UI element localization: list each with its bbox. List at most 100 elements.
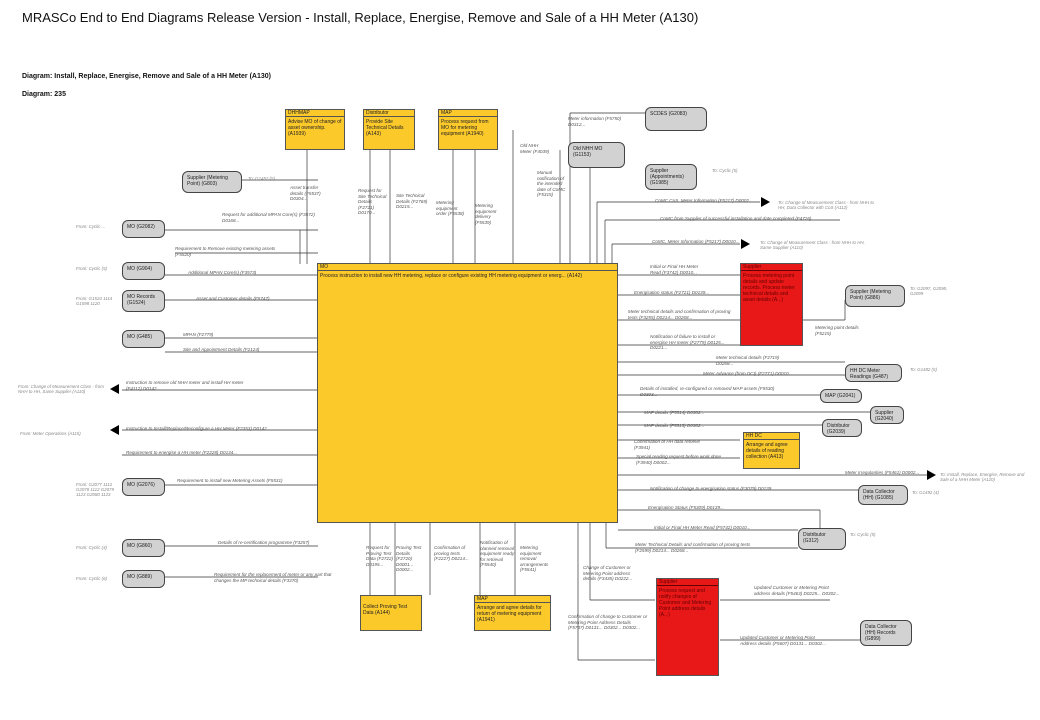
process-box-reading-collection[interactable]: HH DC Arrange and agree details of readi…: [743, 432, 800, 469]
entity-distributor[interactable]: Distributor (G312): [798, 528, 846, 550]
ref-label: From: Cyclic ...: [76, 224, 106, 229]
entity-mo[interactable]: MO (G904): [122, 262, 165, 280]
process-text: Process metering point details and updat…: [743, 273, 795, 303]
ref-label: To: G1452 (5): [248, 176, 275, 181]
flow-label: Meter Technical Details and confirmation…: [635, 542, 751, 553]
flow-label: Confirmation of HH data retrieve (F3941): [634, 439, 700, 450]
flow-label: Request for Proving Test Data (F2722) D0…: [366, 545, 394, 567]
flow-label: Initial or Final HH Meter Read (F3742) D…: [650, 264, 699, 275]
entity-mo-records[interactable]: MO Records (G1524): [122, 290, 165, 312]
flow-label: Requirement to Remove existing metering …: [175, 246, 276, 257]
flow-label: Confirmation of proving tests (F2227) D0…: [434, 545, 469, 561]
flow-label: Meter technical details and confirmation…: [628, 309, 731, 320]
process-text: Process request and notify changes of Cu…: [659, 588, 712, 618]
flow-label: Requirement for the replacement of meter…: [214, 572, 332, 583]
flow-label: Asset and Customer details (F5747): [196, 296, 270, 301]
process-box-site-technical[interactable]: Distributor Provide Site Technical Detai…: [363, 109, 415, 150]
flow-label: Asset transfer details (F5537) D0304...: [290, 185, 321, 201]
entity-mo[interactable]: MO (G889): [122, 570, 165, 588]
process-role: Supplier: [741, 264, 802, 271]
flow-label: Requirement to install new Metering Asse…: [177, 478, 283, 483]
supplier-process-box-2[interactable]: Supplier Process request and notify chan…: [656, 578, 719, 676]
flow-label: Updated Customer or Metering Point Addre…: [740, 635, 827, 646]
offpage-arrow-icon[interactable]: [110, 384, 119, 394]
ref-label: From: Change of Measurement Class - from…: [18, 384, 104, 394]
process-box-map-request[interactable]: MAP Process request from MO for metering…: [438, 109, 498, 150]
flow-label: Metering equipment removal arrangements …: [520, 545, 549, 572]
flow-label: Initial or Final HH Meter Read (F5742) D…: [654, 525, 751, 530]
flow-label: Details of installed, re-configured or r…: [640, 386, 775, 397]
process-text: Arrange and agree details of reading col…: [746, 442, 788, 460]
entity-mo[interactable]: MO (G2076): [122, 478, 165, 496]
process-box-return-equipment[interactable]: MAP Arrange and agree details for return…: [474, 595, 551, 631]
entity-mo[interactable]: MO (G860): [122, 539, 165, 557]
process-box-proving-test[interactable]: Collect Proving Test Data (A144): [360, 595, 422, 631]
entity-mo[interactable]: MO (G485): [122, 330, 165, 348]
diagram-number: Diagram: 235: [22, 91, 66, 98]
process-text: Arrange and agree details for return of …: [477, 605, 542, 623]
flow-label: Old NHH Meter (F4039): [520, 143, 550, 154]
entity-data-collector-records[interactable]: Data Collector (HH) Records (G899): [860, 620, 912, 646]
flow-label: Site Technical Details (F2769) D0215...: [396, 193, 428, 209]
flow-label: Request for additional MPAN Core(s) (F35…: [222, 212, 315, 223]
ref-label: To: Cyclic (5): [850, 532, 876, 537]
flow-label: Change of Customer or Metering Point add…: [583, 565, 633, 581]
ref-label: To: Cyclic (5): [712, 168, 738, 173]
entity-supplier[interactable]: Supplier (G2040): [870, 406, 904, 424]
flow-label: Manual notification of the intended date…: [537, 170, 566, 197]
flow-label: Special reading request before work done…: [636, 454, 722, 465]
flow-label: Notification of failure to install or en…: [650, 334, 725, 350]
ref-label: To: G1482 (5): [910, 367, 937, 372]
offpage-arrow-icon[interactable]: [741, 239, 750, 249]
entity-data-collector[interactable]: Data Collector (HH) (G1085): [858, 485, 908, 505]
flow-label: Energisation status (F2721) D0139...: [634, 290, 710, 295]
entity-map[interactable]: MAP (G2041): [820, 389, 862, 403]
offpage-arrow-icon[interactable]: [927, 470, 936, 480]
ref-label: From: G1524 1114 G1598 1120: [76, 296, 113, 306]
entity-mo[interactable]: MO (G2082): [122, 220, 165, 238]
process-role: MAP: [439, 110, 497, 117]
main-process-box[interactable]: MO Process instruction to install new HH…: [317, 263, 618, 523]
process-box-asset-ownership[interactable]: DHHMAP Advise MO of change of asset owne…: [285, 109, 345, 150]
ref-label: From: Meter Operations (A115): [20, 431, 81, 436]
flow-label: Confirmation of change to Customer or Me…: [568, 614, 648, 630]
ref-label: To: G1492 (4): [912, 490, 939, 495]
flow-label: Updated Customer or Metering Point addre…: [754, 585, 840, 596]
entity-hh-dc-readings[interactable]: HH DC Meter Readings (G487): [845, 364, 902, 382]
offpage-arrow-icon[interactable]: [110, 425, 119, 435]
main-process-text: Process instruction to install new HH me…: [320, 273, 583, 279]
ref-label: To: Install, Replace, Energise, Remove a…: [940, 472, 1025, 482]
supplier-process-box-1[interactable]: Supplier Process metering point details …: [740, 263, 803, 346]
flow-label: Meter Irregularities (F5461) D0002...: [845, 470, 920, 475]
process-text: Process request from MO for metering equ…: [441, 119, 489, 137]
entity-old-nhh-mo[interactable]: Old NHH MO (G1153): [568, 142, 625, 168]
process-text: Provide Site Technical Details (A143): [366, 119, 404, 137]
ref-label: From: Cyclic (6): [76, 576, 107, 581]
flow-label: Additional MPAN Core(s) (F3573): [188, 270, 257, 275]
entity-supplier-appointments[interactable]: Supplier (Appointments) (G1985): [645, 164, 697, 190]
process-role: Distributor: [364, 110, 414, 117]
ref-label: To: Change of Measurement Class - from N…: [760, 240, 865, 250]
process-role: HH DC: [744, 433, 799, 440]
entity-supplier-metering-point[interactable]: Supplier (Metering Point) (G803): [182, 171, 242, 193]
flow-label: Meter Advance (from DCI) (F2771) D0010..…: [703, 371, 793, 376]
flow-label: Request for Site Technical Details (F272…: [358, 188, 387, 215]
flow-label: Energisation Status (F5309) D0139...: [648, 505, 724, 510]
flow-label: MPAN (F2779): [183, 332, 214, 337]
entity-distributor[interactable]: Distributor (G2039): [822, 419, 862, 437]
flow-label: Details of re-certification programme (F…: [218, 540, 310, 545]
ref-label: To: Change of Measurement Class - from N…: [778, 200, 874, 210]
flow-label: MAP details (F5514) D0302...: [644, 410, 705, 415]
flow-label: Meter technical details (F2719) D0268...: [716, 355, 780, 366]
process-role: DHHMAP: [286, 110, 344, 117]
ref-label: From: Cyclic (5): [76, 266, 107, 271]
entity-scdes[interactable]: SCDES (G2083): [645, 107, 707, 131]
offpage-arrow-icon[interactable]: [761, 197, 770, 207]
flow-label: Metering equipment delivery (F5539): [475, 203, 497, 225]
flow-label: MAP details (F5515) D0302...: [644, 423, 705, 428]
ref-label: From: Cyclic (4): [76, 545, 107, 550]
entity-supplier-metering-point[interactable]: Supplier (Metering Point) (G886): [845, 285, 905, 307]
ref-label: To: G2097, G2098, G2099: [910, 286, 948, 296]
flow-label: CoMC from Supplier of successful install…: [660, 216, 812, 221]
